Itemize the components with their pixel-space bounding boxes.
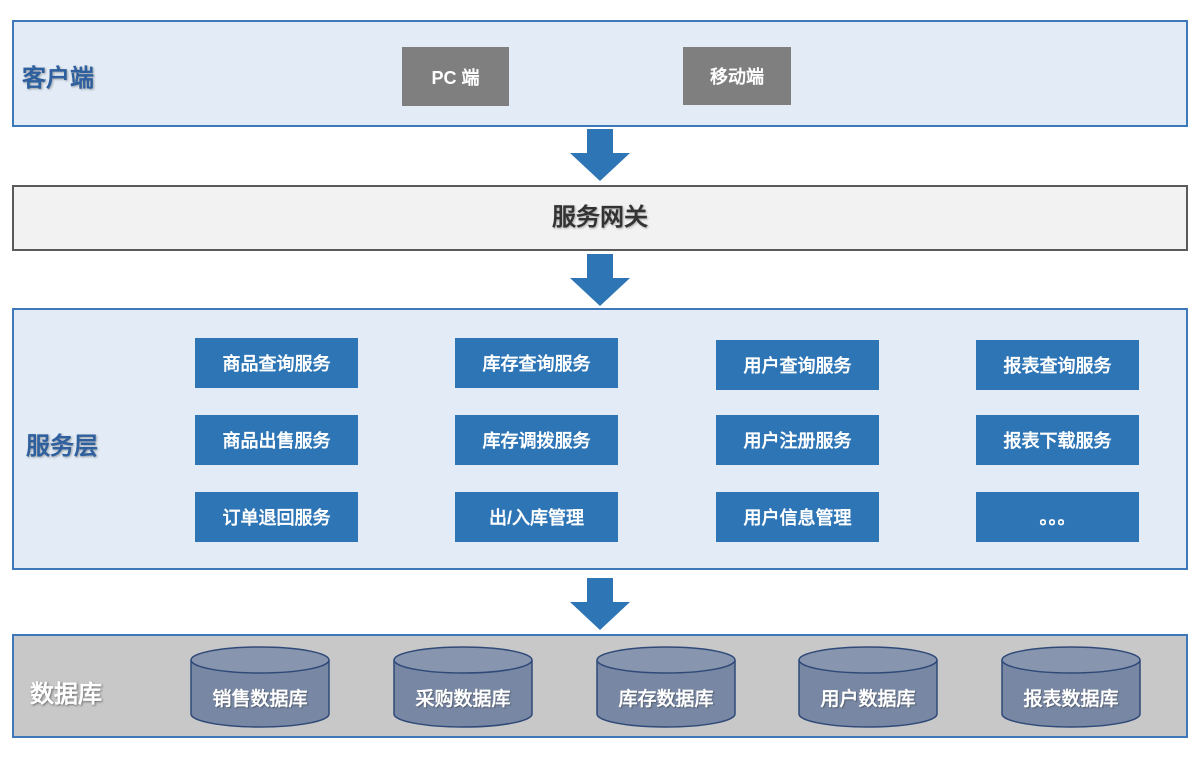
pc-client-box: PC 端: [402, 47, 509, 106]
database-icon: [190, 646, 330, 728]
service-box: 商品出售服务: [195, 415, 358, 465]
down-arrow-icon: [570, 254, 630, 306]
database-icon: [596, 646, 736, 728]
gateway-label: 服务网关: [552, 204, 648, 231]
service-box: 订单退回服务: [195, 492, 358, 542]
service-box: 用户查询服务: [716, 340, 879, 390]
database-cylinder: 销售数据库: [190, 646, 330, 728]
gateway-layer: 服务网关: [12, 185, 1188, 251]
service-box: 库存调拨服务: [455, 415, 618, 465]
database-cylinder: 采购数据库: [393, 646, 533, 728]
database-layer-label: 数据库: [30, 681, 102, 708]
service-box: 出/入库管理: [455, 492, 618, 542]
database-label: 库存数据库: [618, 689, 714, 710]
client-layer-label: 客户端: [22, 65, 94, 92]
database-icon: [798, 646, 938, 728]
database-icon: [1001, 646, 1141, 728]
service-box: 用户注册服务: [716, 415, 879, 465]
service-layer-label: 服务层: [26, 433, 98, 460]
database-cylinder: 库存数据库: [596, 646, 736, 728]
database-label: 用户数据库: [820, 689, 916, 710]
database-label: 销售数据库: [212, 689, 308, 710]
database-label: 报表数据库: [1023, 689, 1119, 710]
service-box: 库存查询服务: [455, 338, 618, 388]
service-box: 用户信息管理: [716, 492, 879, 542]
service-box: 报表查询服务: [976, 340, 1139, 390]
mobile-client-box: 移动端: [683, 47, 791, 105]
down-arrow-icon: [570, 129, 630, 181]
database-layer: 数据库 销售数据库 采购数据库 库存数据库 用户数据库: [12, 634, 1188, 738]
database-label: 采购数据库: [415, 689, 511, 710]
database-icon: [393, 646, 533, 728]
database-cylinder: 用户数据库: [798, 646, 938, 728]
down-arrow-icon: [570, 578, 630, 630]
database-cylinder: 报表数据库: [1001, 646, 1141, 728]
service-box: 报表下载服务: [976, 415, 1139, 465]
service-box: 商品查询服务: [195, 338, 358, 388]
service-layer: 服务层 商品查询服务 库存查询服务 用户查询服务 报表查询服务 商品出售服务 库…: [12, 308, 1188, 570]
client-layer: 客户端 PC 端 移动端: [12, 20, 1188, 127]
service-box: 。。。: [976, 492, 1139, 542]
